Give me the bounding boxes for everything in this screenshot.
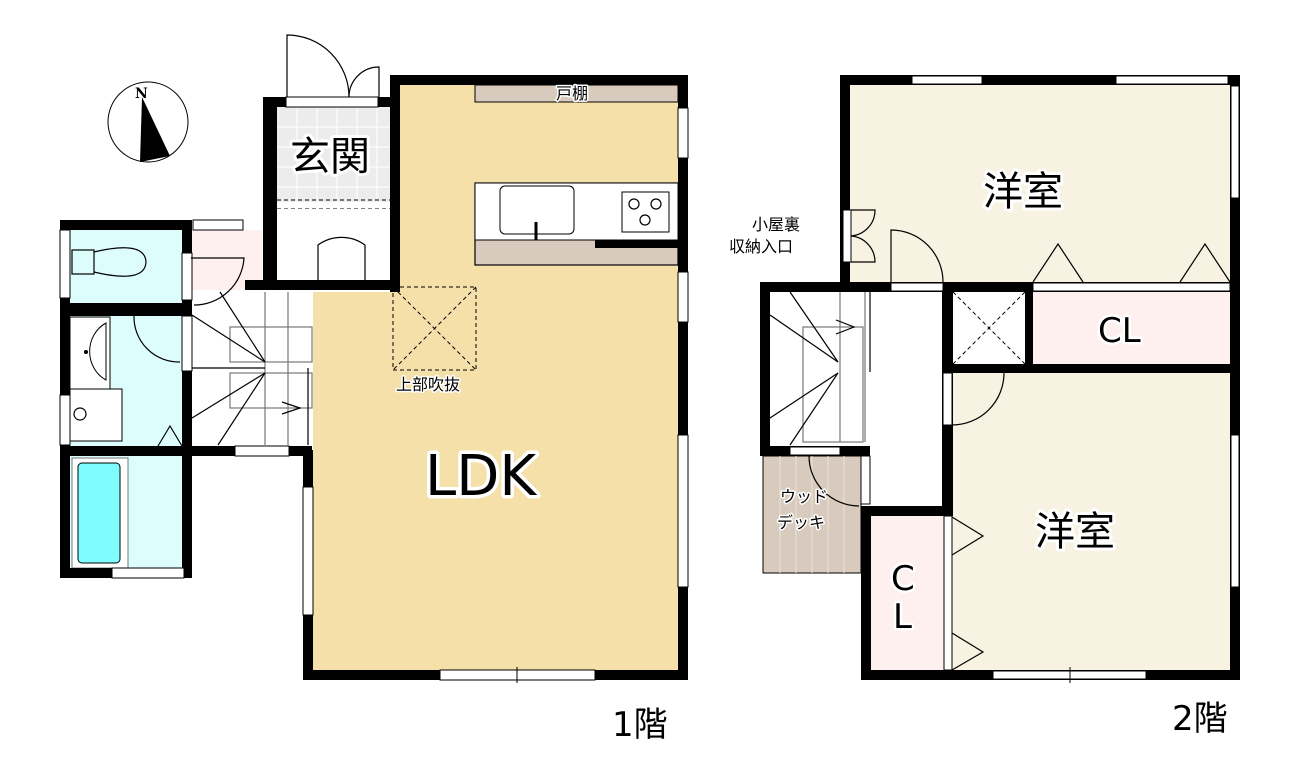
western-room-lower-label: 洋室 — [1035, 509, 1115, 555]
open-ceiling-label: 上部吹抜 — [396, 375, 460, 394]
attic-storage-label-1: 小屋裏 — [752, 215, 800, 234]
bathtub — [77, 462, 121, 564]
western-room-lower-floor — [952, 373, 1230, 670]
entrance-label: 玄関 — [290, 134, 370, 180]
floor-1-plan: 玄関 戸棚 上部吹抜 LDK 1階 — [59, 34, 689, 745]
wash-basin-icon — [69, 316, 123, 442]
wood-deck — [762, 455, 862, 574]
attic-storage-label-2: 収納入口 — [729, 237, 793, 256]
wood-deck-label-1: ウッド — [780, 487, 828, 506]
compass-north-label: N — [135, 86, 148, 102]
wood-deck-label-2: デッキ — [777, 513, 825, 532]
floor-1-windows — [59, 96, 689, 683]
stove — [621, 191, 670, 233]
floor-2-doors — [842, 209, 1231, 671]
floor-2-windows — [789, 75, 1240, 683]
floor-1-label: 1階 — [612, 705, 668, 745]
toilet-icon — [71, 247, 147, 277]
closet-upper-floor — [1033, 292, 1230, 364]
closet-upper-label: CL — [1098, 311, 1141, 351]
cupboard-label: 戸棚 — [556, 84, 588, 103]
closet-lower-label-l: L — [893, 597, 912, 637]
open-ceiling-marker — [392, 286, 477, 371]
ldk-label: LDK — [425, 444, 537, 509]
closet-lower-floor — [871, 516, 946, 670]
floor-2-plan: 洋室 洋室 CL C L 小屋裏 収納入口 ウッド デッキ 2階 — [728, 75, 1240, 739]
compass: N — [107, 81, 189, 163]
north-arrow-icon — [140, 97, 170, 162]
floor-1-doors — [133, 34, 380, 447]
toilet-floor — [70, 230, 185, 303]
western-room-upper-label: 洋室 — [983, 169, 1063, 215]
floor-2-label: 2階 — [1172, 699, 1228, 739]
closet-lower-label-c: C — [891, 559, 915, 599]
western-room-upper-floor — [850, 85, 1230, 283]
